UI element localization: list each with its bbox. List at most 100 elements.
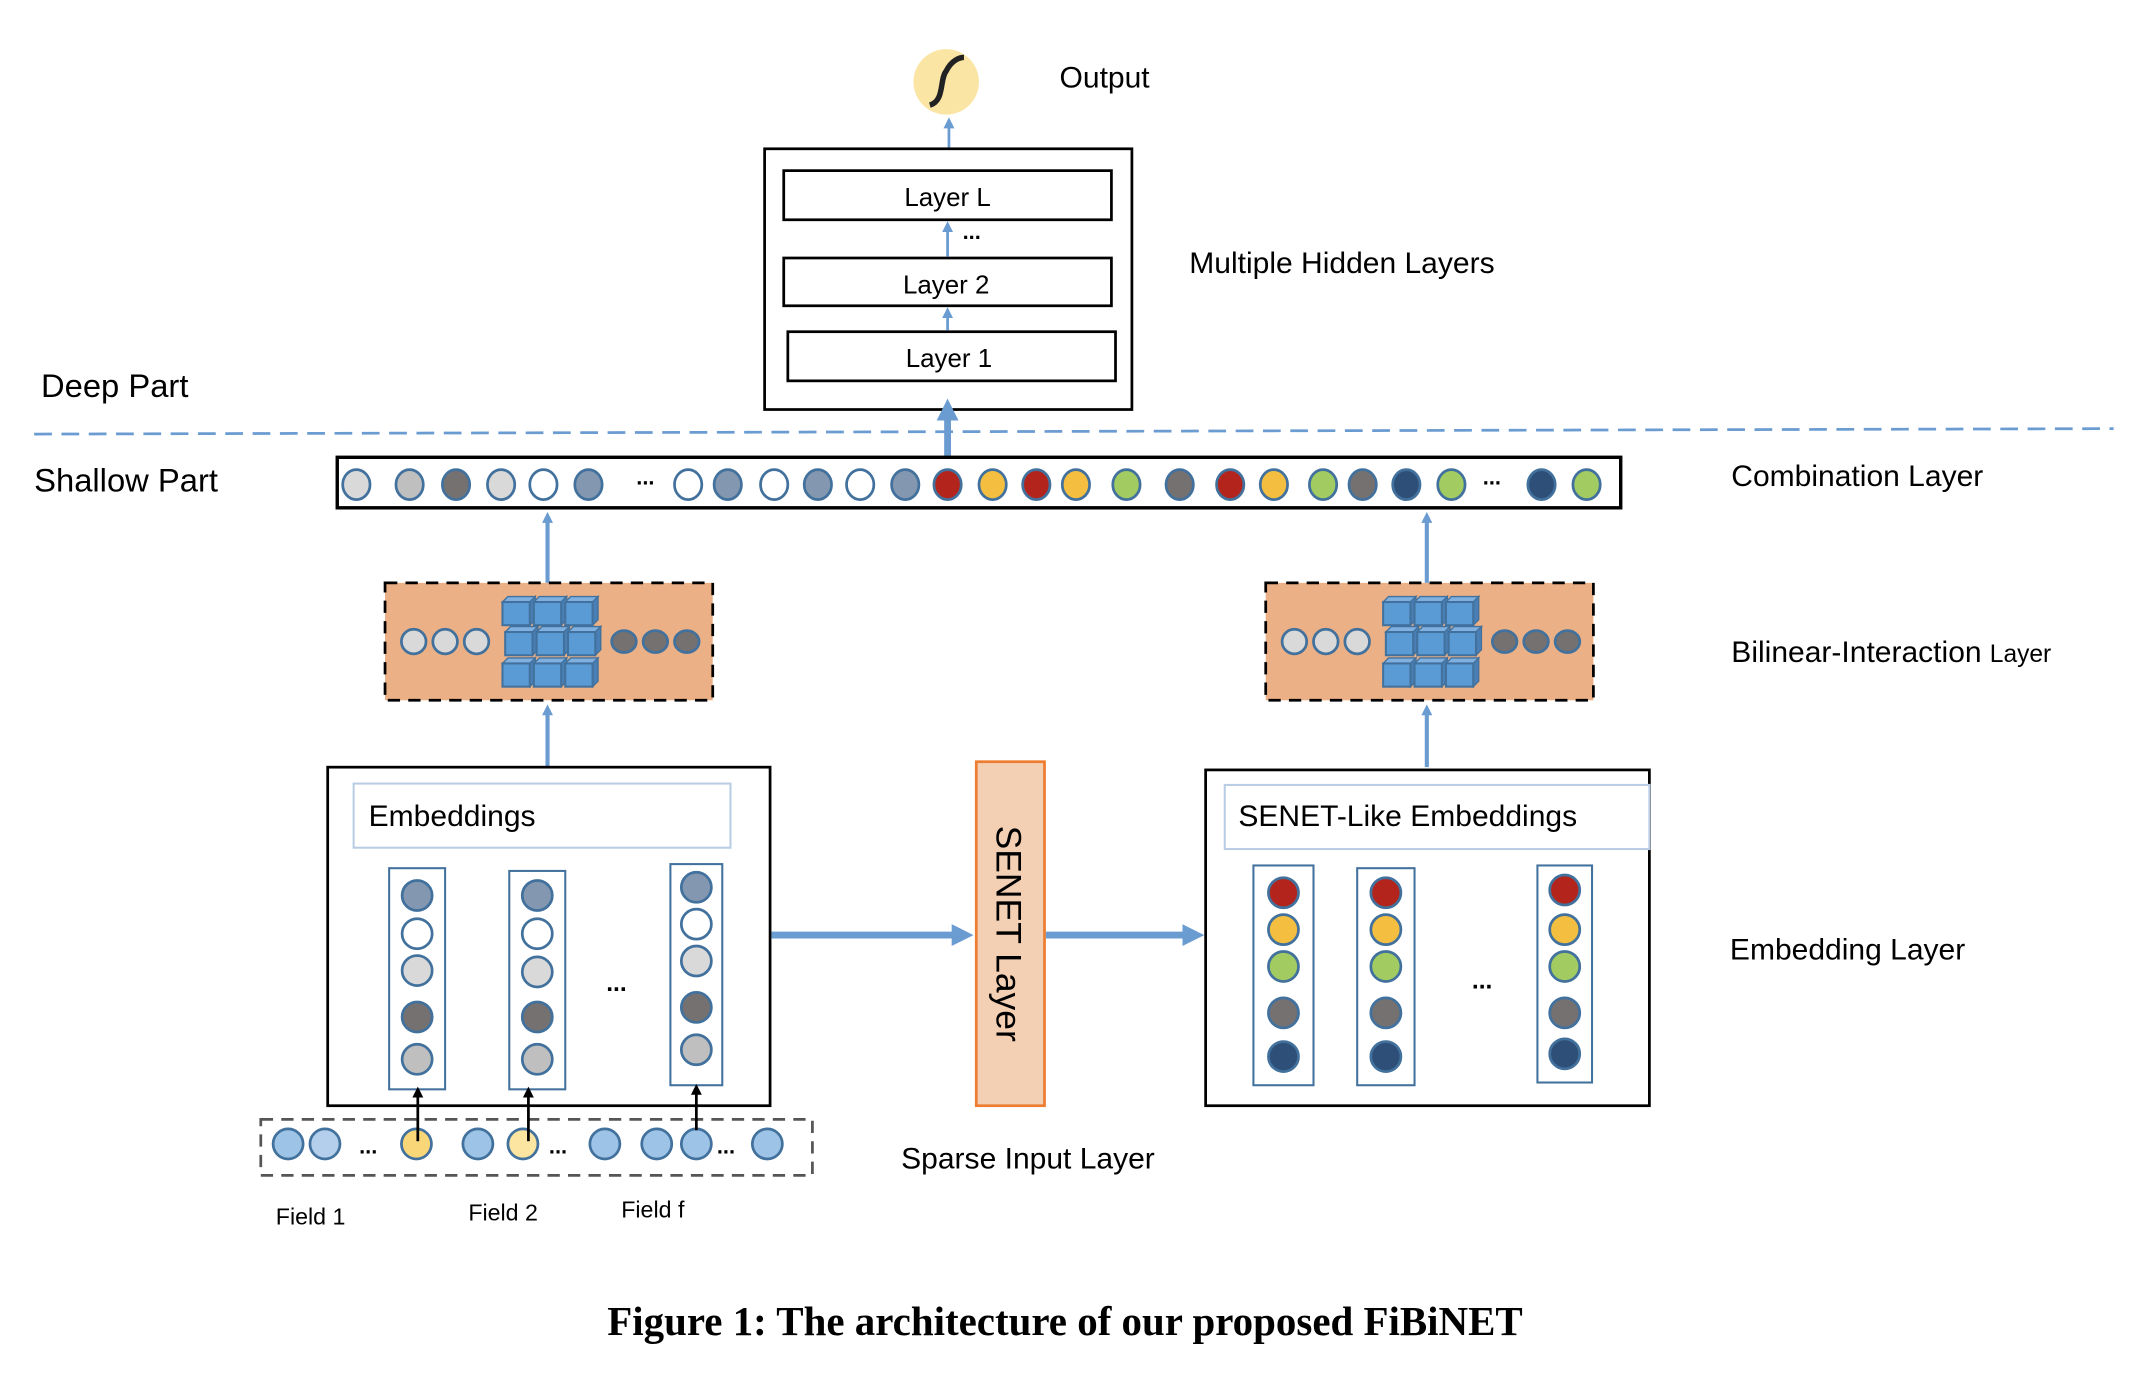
hidden-layer-L bbox=[782, 169, 1113, 222]
output-label: Output bbox=[1060, 61, 1151, 94]
embedding-node bbox=[679, 907, 713, 941]
sigmoid-curve bbox=[928, 54, 965, 108]
embedding-node bbox=[520, 917, 554, 951]
field-2-label: Field 2 bbox=[468, 1199, 538, 1225]
sparse-ellipsis: ... bbox=[549, 1133, 567, 1158]
bilinear-output-node bbox=[1522, 629, 1550, 654]
figure-caption: Figure 1: The architecture of our propos… bbox=[607, 1299, 1523, 1344]
interaction-cube bbox=[1447, 631, 1478, 657]
combination-node bbox=[890, 468, 921, 501]
deep-part-label: Deep Part bbox=[41, 367, 188, 404]
hidden-layer-2 bbox=[782, 256, 1113, 308]
senet-embedding-node bbox=[1548, 996, 1582, 1030]
combination-node bbox=[1347, 468, 1378, 501]
combination-node bbox=[712, 468, 743, 501]
combination-node bbox=[1308, 468, 1339, 501]
combination-node bbox=[1111, 468, 1142, 501]
sparse-input-node bbox=[750, 1127, 784, 1161]
senet-embeddings-title-box bbox=[1223, 783, 1651, 851]
sparse-input-node bbox=[506, 1127, 540, 1161]
embedding-node bbox=[520, 1042, 554, 1076]
combination-node bbox=[1436, 468, 1467, 501]
combination-node bbox=[845, 468, 876, 501]
interaction-cube bbox=[532, 662, 563, 688]
combination-node bbox=[486, 468, 517, 501]
senet-embedding-node bbox=[1369, 950, 1403, 983]
hidden-ellipsis: ... bbox=[963, 219, 981, 244]
combination-node bbox=[1060, 468, 1091, 501]
interaction-cube bbox=[564, 662, 594, 688]
embeddings-ellipsis: ... bbox=[606, 970, 626, 997]
output-node bbox=[913, 49, 979, 115]
bilinear-input-node bbox=[1312, 627, 1340, 656]
combination-node bbox=[1164, 468, 1195, 501]
interaction-cube bbox=[501, 600, 531, 627]
combination-node bbox=[759, 468, 790, 501]
shallow-part-label: Shallow Part bbox=[34, 461, 218, 498]
interaction-cube bbox=[1444, 600, 1475, 627]
embedding-columns bbox=[388, 863, 724, 1091]
combination-node bbox=[1021, 468, 1052, 501]
interaction-cube bbox=[564, 600, 594, 627]
sparse-input-layer-label: Sparse Input Layer bbox=[901, 1143, 1155, 1176]
interaction-cube bbox=[566, 631, 597, 657]
sparse-input-node bbox=[461, 1127, 495, 1161]
combination-node bbox=[528, 468, 559, 501]
interaction-cube bbox=[1444, 662, 1475, 688]
sparse-input-box bbox=[259, 1118, 814, 1177]
sparse-ellipsis: ... bbox=[359, 1133, 377, 1158]
bilinear-input-node bbox=[431, 627, 459, 656]
interaction-cube bbox=[535, 631, 565, 657]
sigmoid-output-icon bbox=[913, 49, 979, 115]
bilinear-input-node bbox=[1343, 627, 1371, 656]
embedding-layer-label: Embedding Layer bbox=[1730, 934, 1965, 967]
senet-layer-label: SENET Layer bbox=[989, 826, 1029, 1042]
hidden-layer-L-label: Layer L bbox=[904, 184, 990, 212]
embedding-node bbox=[400, 1042, 434, 1076]
field-1-label: Field 1 bbox=[276, 1203, 346, 1229]
senet-embedding-columns bbox=[1252, 864, 1594, 1087]
senet-layer-box bbox=[974, 760, 1046, 1108]
combination-node bbox=[1391, 468, 1422, 501]
embedding-node bbox=[400, 917, 434, 951]
interaction-cube bbox=[1413, 600, 1443, 627]
bilinear-output-node bbox=[610, 629, 638, 654]
senet-embedding-node bbox=[1548, 950, 1582, 983]
senet-embeddings-title: SENET-Like Embeddings bbox=[1238, 800, 1577, 833]
bilinear-output-node bbox=[1553, 629, 1582, 654]
bilinear-layer-label-main: Bilinear-Interaction bbox=[1731, 636, 1981, 669]
interaction-cube bbox=[1413, 662, 1443, 688]
combination-nodes bbox=[341, 468, 1602, 501]
interaction-cube bbox=[501, 662, 531, 688]
embedding-node bbox=[520, 1000, 554, 1034]
combination-node bbox=[341, 468, 372, 501]
senet-embeddings-ellipsis: ... bbox=[1472, 967, 1492, 994]
senet-embedding-node bbox=[1267, 1040, 1300, 1073]
embedding-node bbox=[400, 879, 434, 912]
interaction-cube bbox=[532, 600, 563, 627]
sparse-input-node bbox=[308, 1127, 342, 1161]
interaction-cube bbox=[504, 631, 534, 657]
embedding-node bbox=[679, 1033, 713, 1067]
combination-node bbox=[802, 468, 833, 501]
combination-ellipsis-2: ... bbox=[1483, 465, 1501, 490]
senet-embedding-node bbox=[1267, 876, 1300, 910]
senet-embedding-node bbox=[1267, 913, 1300, 946]
senet-embedding-node bbox=[1369, 1040, 1403, 1073]
combination-node bbox=[1258, 468, 1289, 501]
bilinear-interaction-block-left bbox=[383, 581, 715, 702]
hidden-layers-label: Multiple Hidden Layers bbox=[1189, 247, 1494, 280]
bilinear-input-node bbox=[462, 627, 491, 656]
senet-embedding-node bbox=[1548, 1037, 1582, 1071]
hidden-layer-1-label: Layer 1 bbox=[906, 345, 992, 373]
interaction-cube bbox=[1384, 631, 1415, 657]
interaction-cube bbox=[1416, 631, 1446, 657]
sparse-input-node bbox=[679, 1127, 713, 1161]
interaction-cube bbox=[1382, 662, 1412, 688]
combination-node bbox=[441, 468, 472, 501]
sparse-input-nodes: ......... bbox=[271, 1127, 784, 1161]
sparse-ellipsis: ... bbox=[717, 1133, 735, 1158]
bilinear-input-node bbox=[400, 627, 428, 656]
combination-layer-label: Combination Layer bbox=[1731, 460, 1983, 493]
